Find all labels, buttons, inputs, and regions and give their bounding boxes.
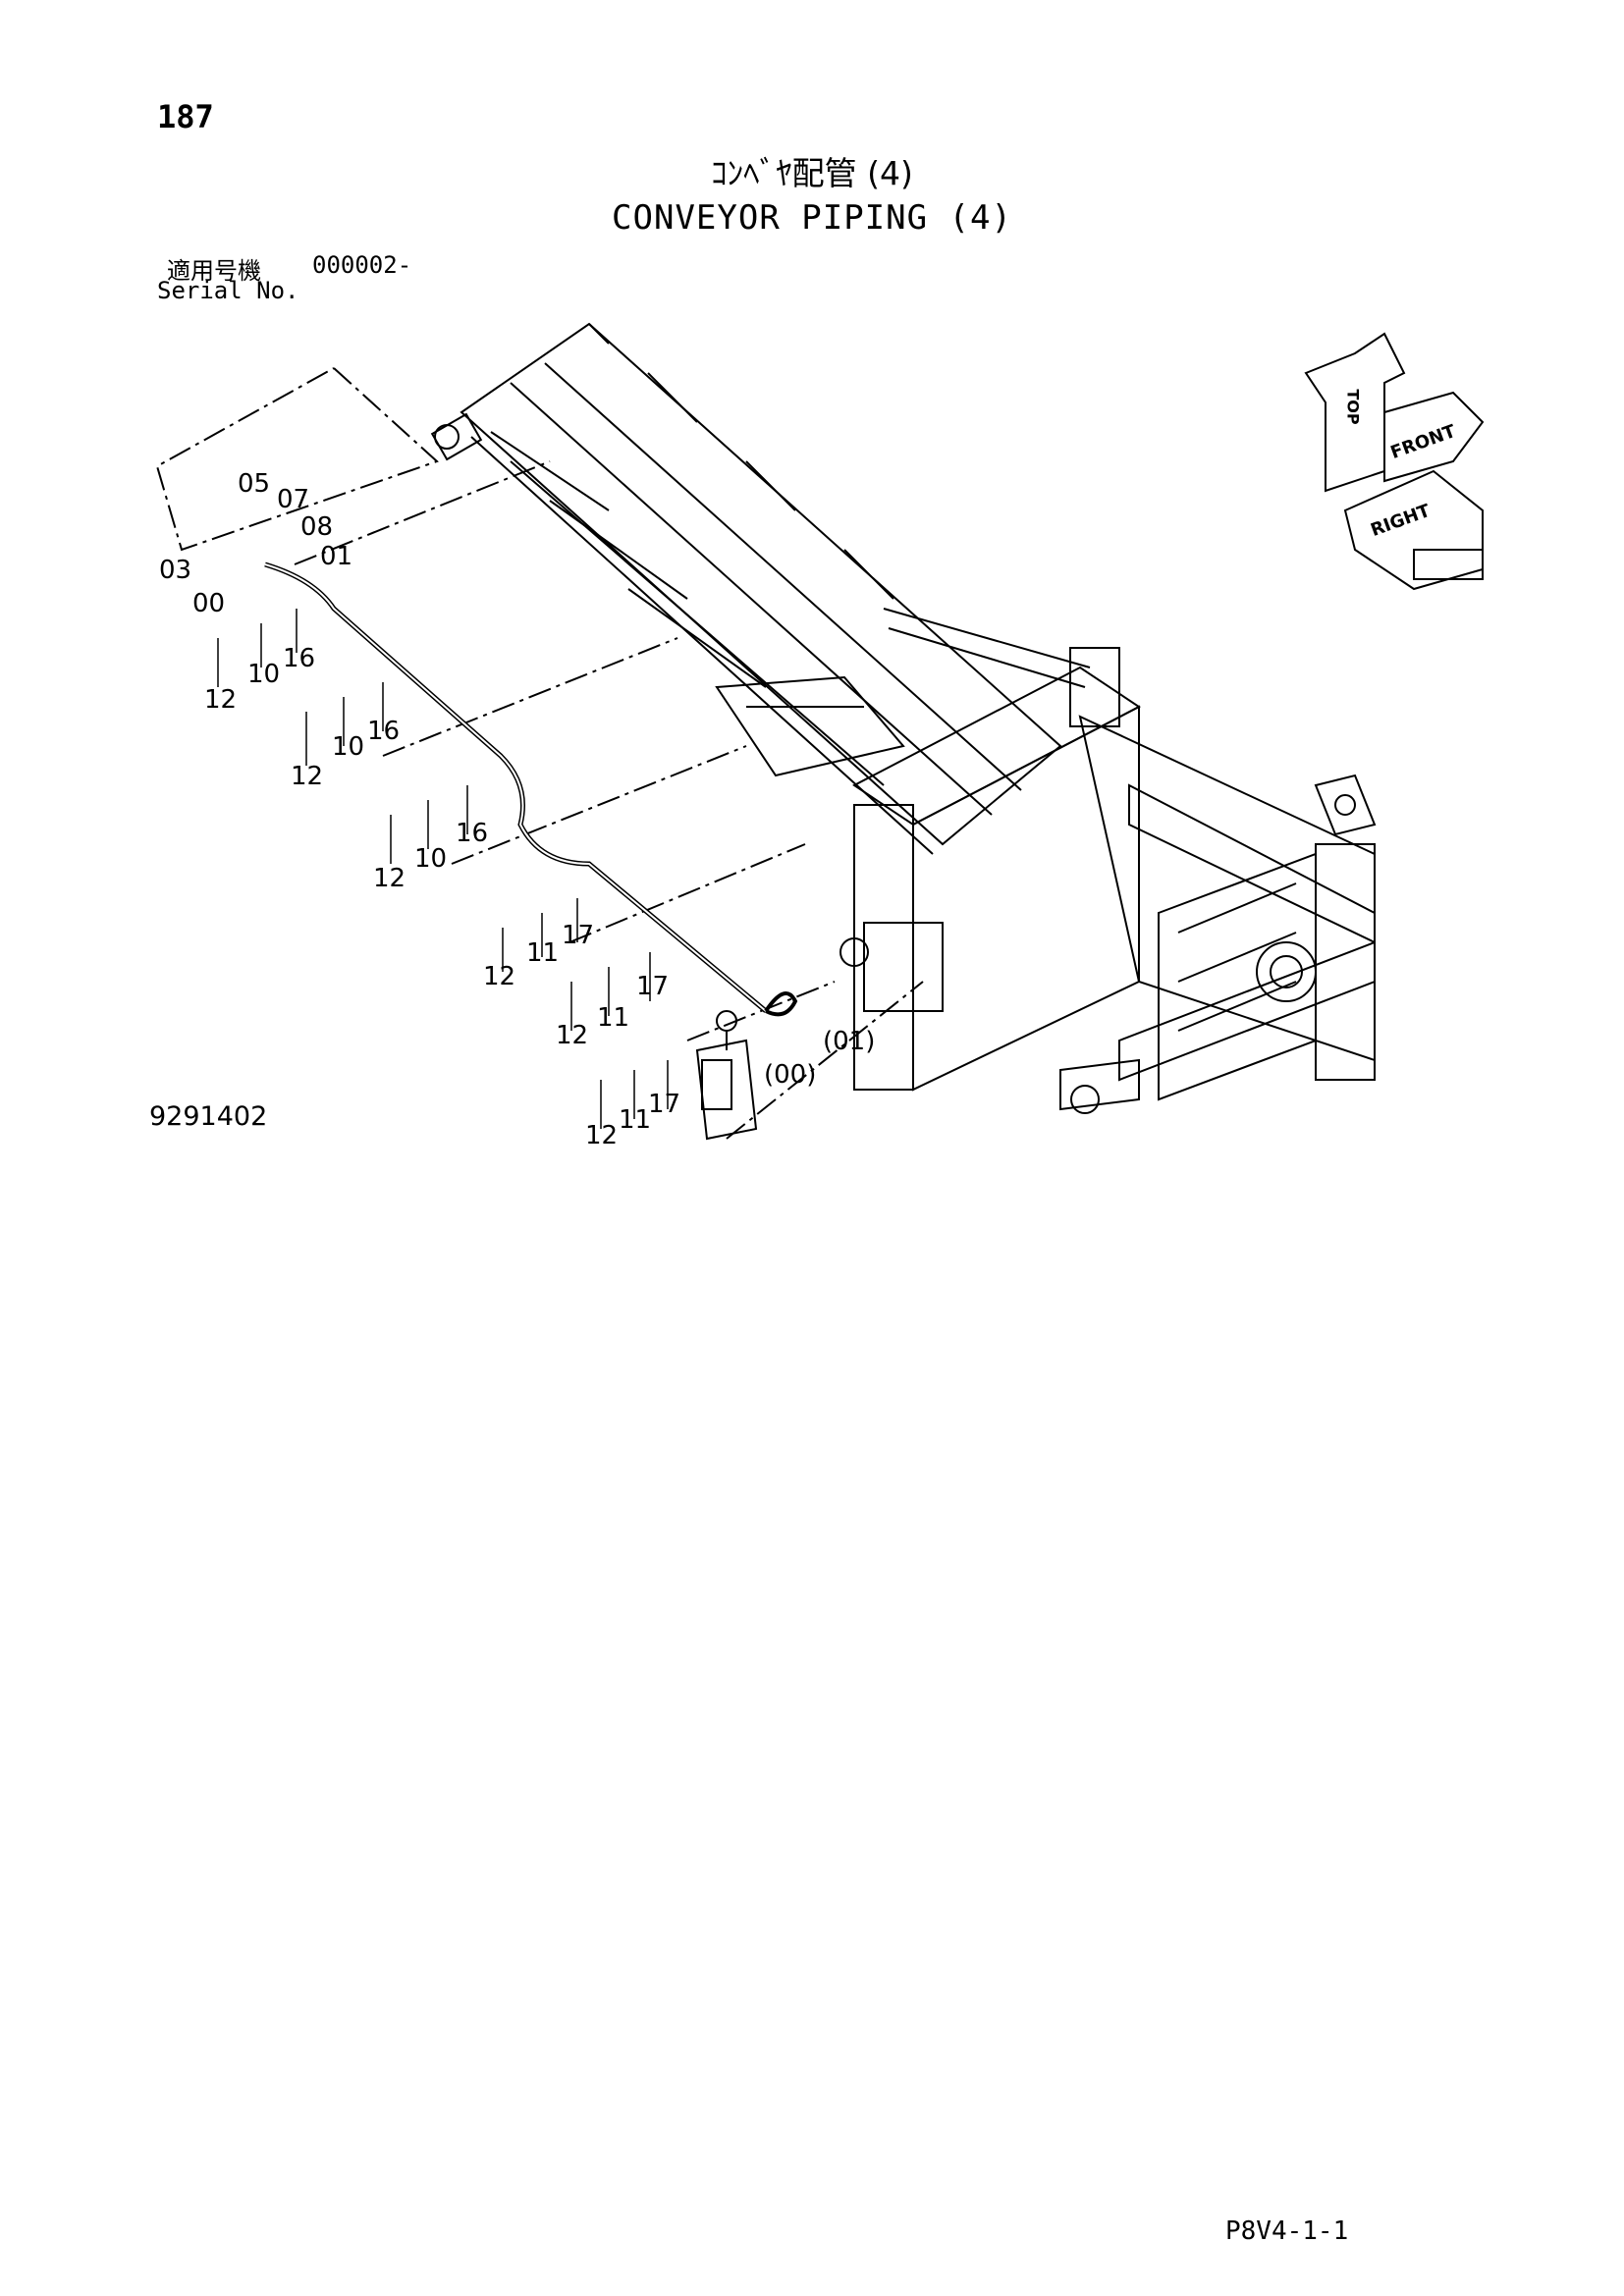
page-title-japanese: ｺﾝﾍﾞﾔ配管 (4) (711, 154, 913, 192)
callout-17: 17 (636, 972, 670, 1001)
callout-05: 05 (238, 469, 271, 499)
valve-assembly (695, 1010, 758, 1141)
conveyor-boom (430, 322, 1062, 855)
callout-03: 03 (159, 556, 192, 585)
callout-00: 00 (192, 589, 226, 618)
callout-11: 11 (526, 938, 560, 968)
callout-16: 16 (367, 717, 401, 746)
boundary-line (155, 367, 924, 1140)
callout-01-paren: (01) (823, 1027, 876, 1056)
hydraulic-pipe (264, 561, 798, 1017)
orientation-top-label: TOP (1343, 389, 1363, 425)
callout-07: 07 (277, 485, 310, 514)
callout-16: 16 (456, 819, 489, 848)
callout-12: 12 (483, 962, 516, 991)
callout-12: 12 (373, 864, 406, 893)
callout-10: 10 (332, 732, 365, 762)
page-title: CONVEYOR PIPING (4) (612, 198, 1012, 238)
callout-08: 08 (300, 512, 334, 542)
chassis-frame (839, 666, 1377, 1114)
page-number: 187 (157, 98, 214, 135)
callout-01: 01 (320, 542, 353, 571)
callout-12: 12 (556, 1021, 589, 1050)
callout-12: 12 (204, 685, 238, 715)
support-arm (715, 608, 1120, 777)
drawing-number: 9291402 (149, 1101, 268, 1132)
serial-number-value: 000002- (312, 251, 412, 279)
callout-16: 16 (283, 644, 316, 673)
orientation-indicator (1304, 332, 1485, 591)
serial-label-japanese: 適用号機 (167, 257, 261, 285)
callout-10: 10 (414, 844, 448, 874)
callout-11: 11 (619, 1105, 652, 1135)
callout-10: 10 (247, 660, 281, 689)
serial-label: Serial No. (157, 277, 299, 304)
callout-11: 11 (597, 1003, 630, 1033)
fitting-leaders (217, 609, 669, 1129)
callout-17: 17 (562, 921, 595, 950)
callout-00-paren: (00) (764, 1060, 817, 1090)
callout-12: 12 (291, 762, 324, 791)
page-code: P8V4-1-1 (1225, 2216, 1349, 2246)
callout-17: 17 (648, 1090, 681, 1119)
callout-12: 12 (585, 1121, 619, 1150)
